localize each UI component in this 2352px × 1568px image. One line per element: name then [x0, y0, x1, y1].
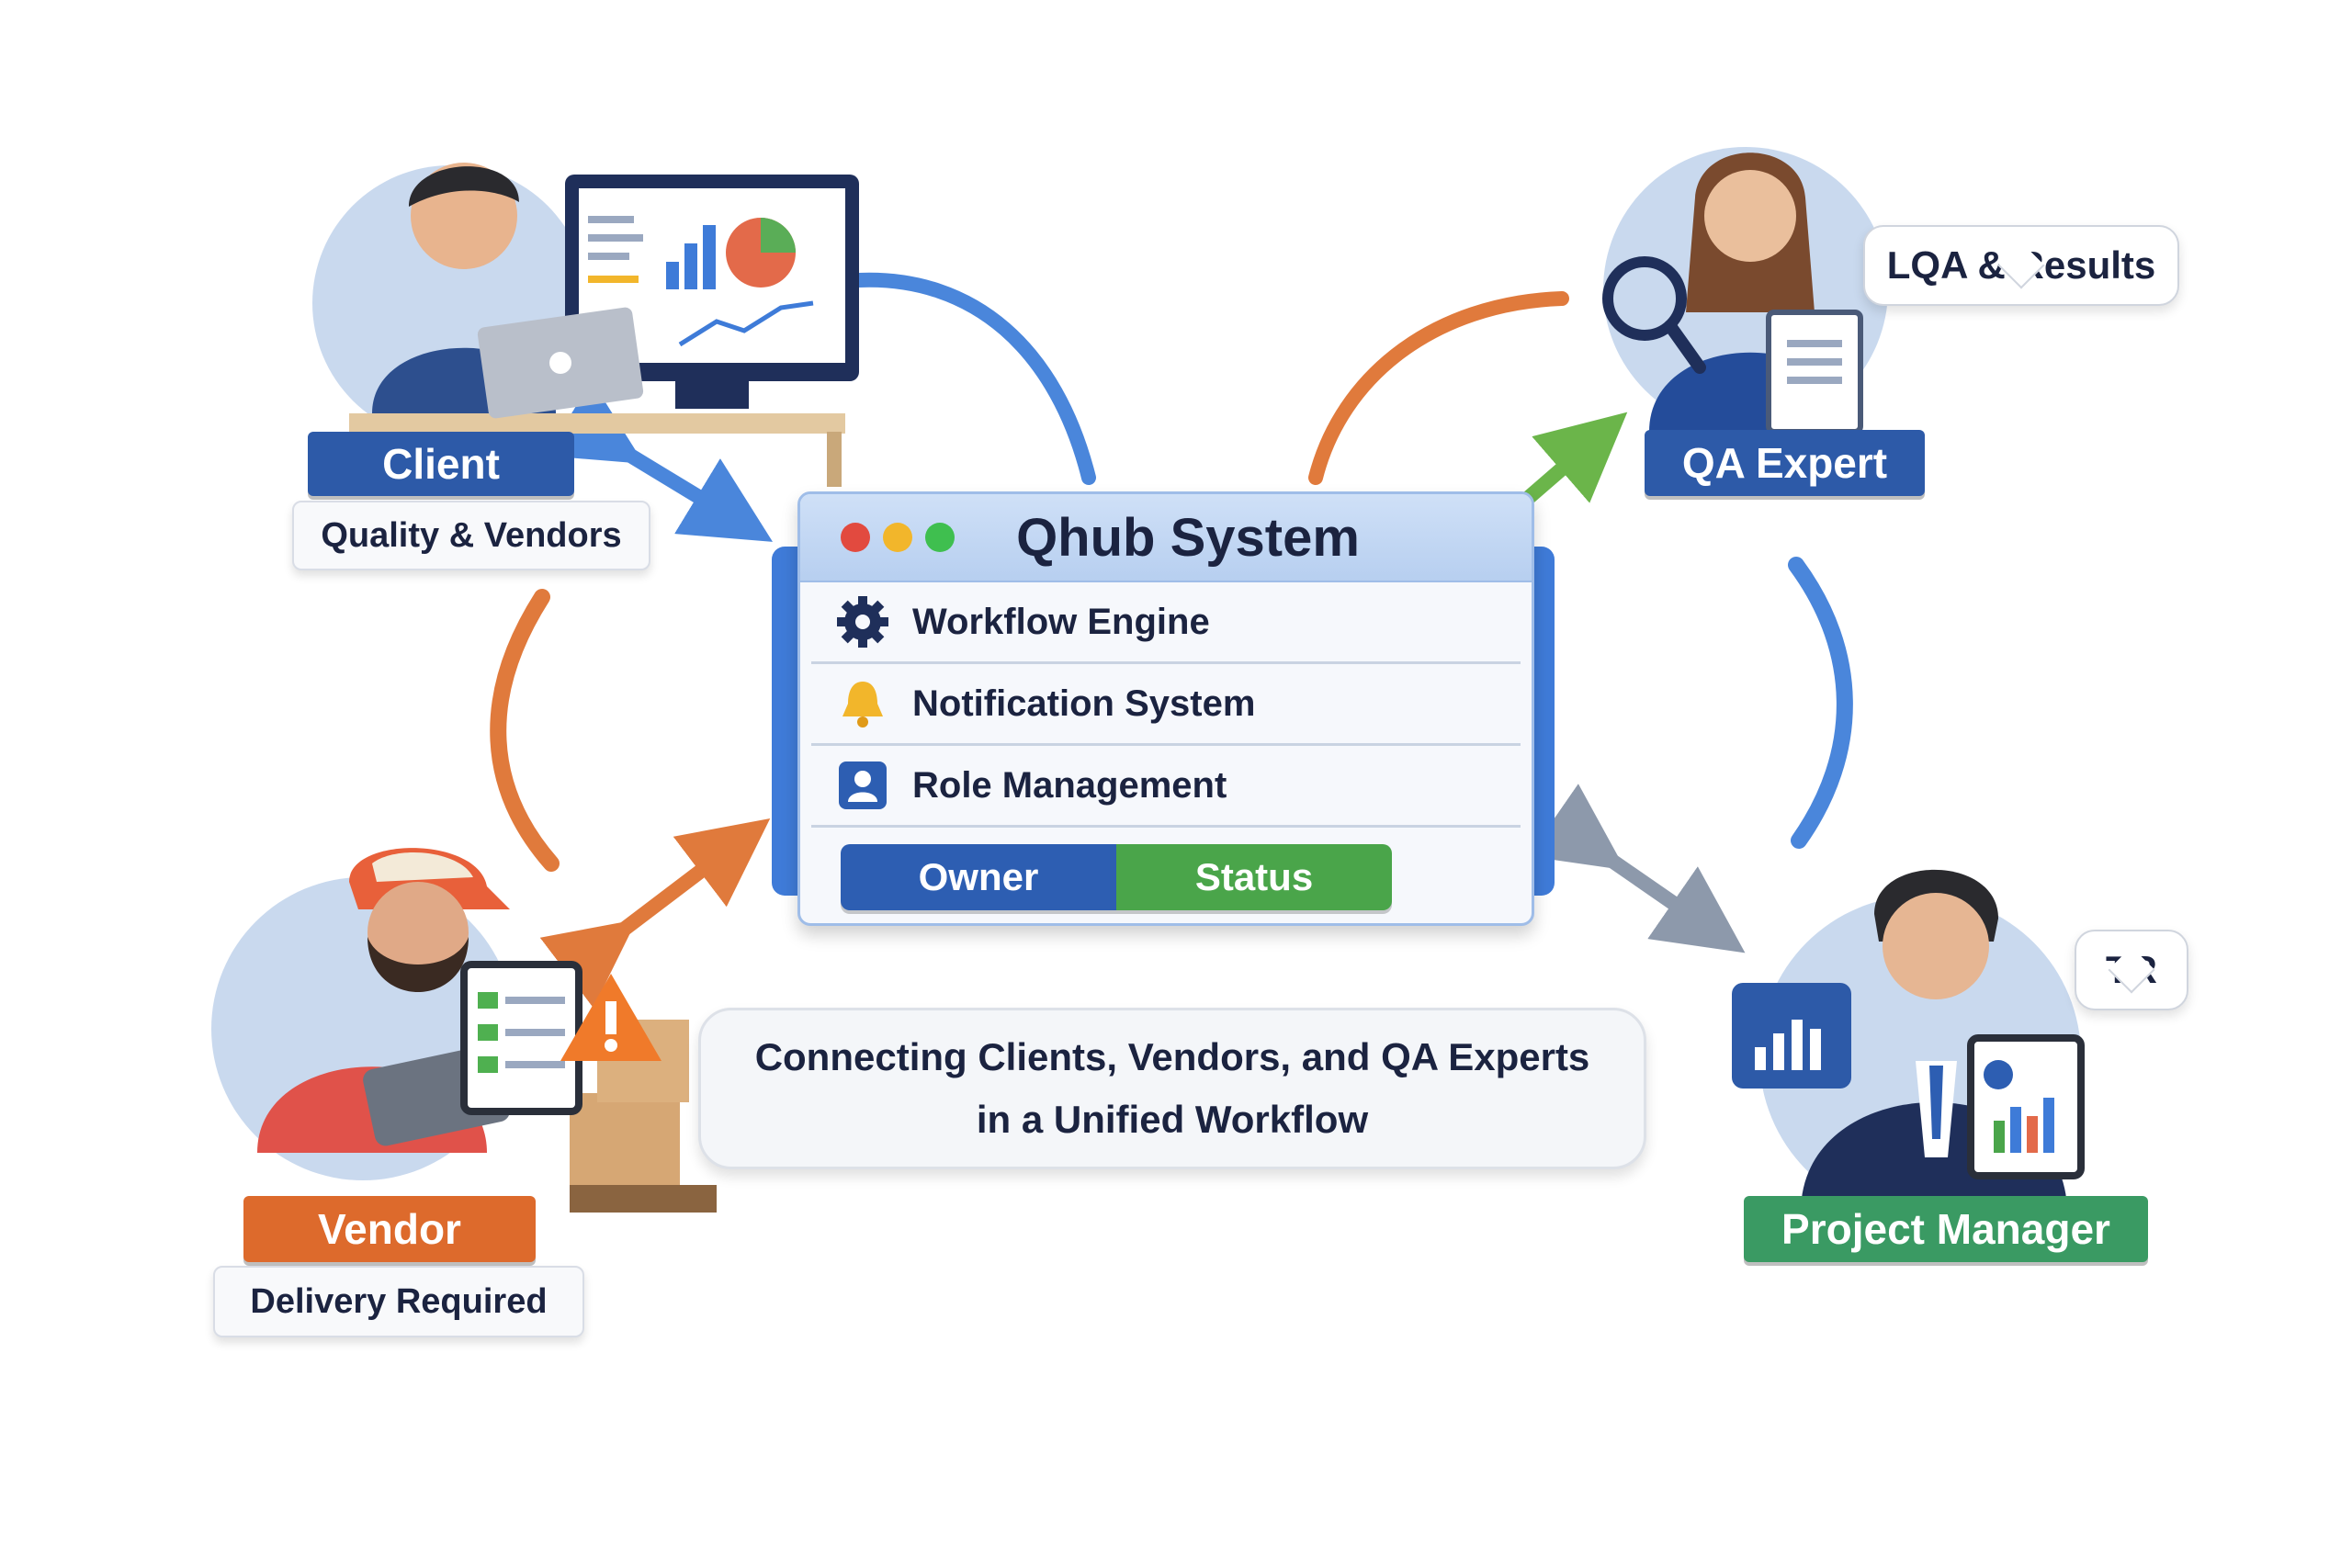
- project-manager-illustration: [1681, 854, 2159, 1217]
- system-title: Qhub System: [1016, 507, 1360, 568]
- arc-qa-to-system: [1308, 291, 1569, 485]
- vendor-label: Vendor: [243, 1196, 536, 1262]
- magnifier-icon: [1602, 256, 1687, 341]
- feature-label: Workflow Engine: [912, 601, 1210, 642]
- tr-bubble: TR: [2075, 930, 2188, 1010]
- minimize-dot[interactable]: [883, 523, 912, 552]
- feature-label: Notification System: [912, 682, 1256, 724]
- tagline-box: Connecting Clients, Vendors, and QA Expe…: [698, 1008, 1646, 1169]
- vendor-subtitle: Delivery Required: [213, 1266, 584, 1337]
- arrow-vendor-system: [539, 818, 771, 1009]
- arrow-client-system: [546, 380, 774, 542]
- arrow-system-pm: [1528, 784, 1746, 953]
- arc-qa-to-pm: [1788, 557, 1853, 849]
- arc-client-to-system: [852, 272, 1096, 485]
- maximize-dot[interactable]: [925, 523, 955, 552]
- feature-notification-system[interactable]: Notification System: [811, 664, 1521, 746]
- project-manager-label: Project Manager: [1744, 1196, 2148, 1262]
- qa-expert-illustration: [1562, 129, 1920, 434]
- vendor-illustration: [211, 836, 726, 1222]
- tagline-line-2: in a Unified Workflow: [976, 1098, 1369, 1141]
- feature-label: Role Management: [912, 764, 1227, 806]
- bell-icon: [833, 674, 892, 733]
- close-dot[interactable]: [841, 523, 870, 552]
- owner-button[interactable]: Owner: [841, 844, 1116, 910]
- arc-client-to-vendor: [490, 589, 560, 872]
- client-label: Client: [308, 432, 574, 496]
- client-subtitle: Quality & Vendors: [292, 501, 650, 570]
- tagline-line-1: Connecting Clients, Vendors, and QA Expe…: [754, 1035, 1590, 1078]
- user-icon: [833, 756, 892, 815]
- feature-workflow-engine[interactable]: Workflow Engine: [811, 582, 1521, 664]
- status-button[interactable]: Status: [1116, 844, 1392, 910]
- feature-role-management[interactable]: Role Management: [811, 746, 1521, 828]
- gear-icon: [833, 592, 892, 651]
- client-illustration: [312, 129, 882, 496]
- window-titlebar: Qhub System: [800, 494, 1532, 582]
- qhub-system-window: Qhub System Workflow Engine: [772, 491, 1555, 926]
- arrow-system-qa: [1520, 412, 1628, 507]
- qa-expert-label: QA Expert: [1645, 430, 1925, 496]
- qa-results-bubble: LQA & Results: [1863, 225, 2179, 306]
